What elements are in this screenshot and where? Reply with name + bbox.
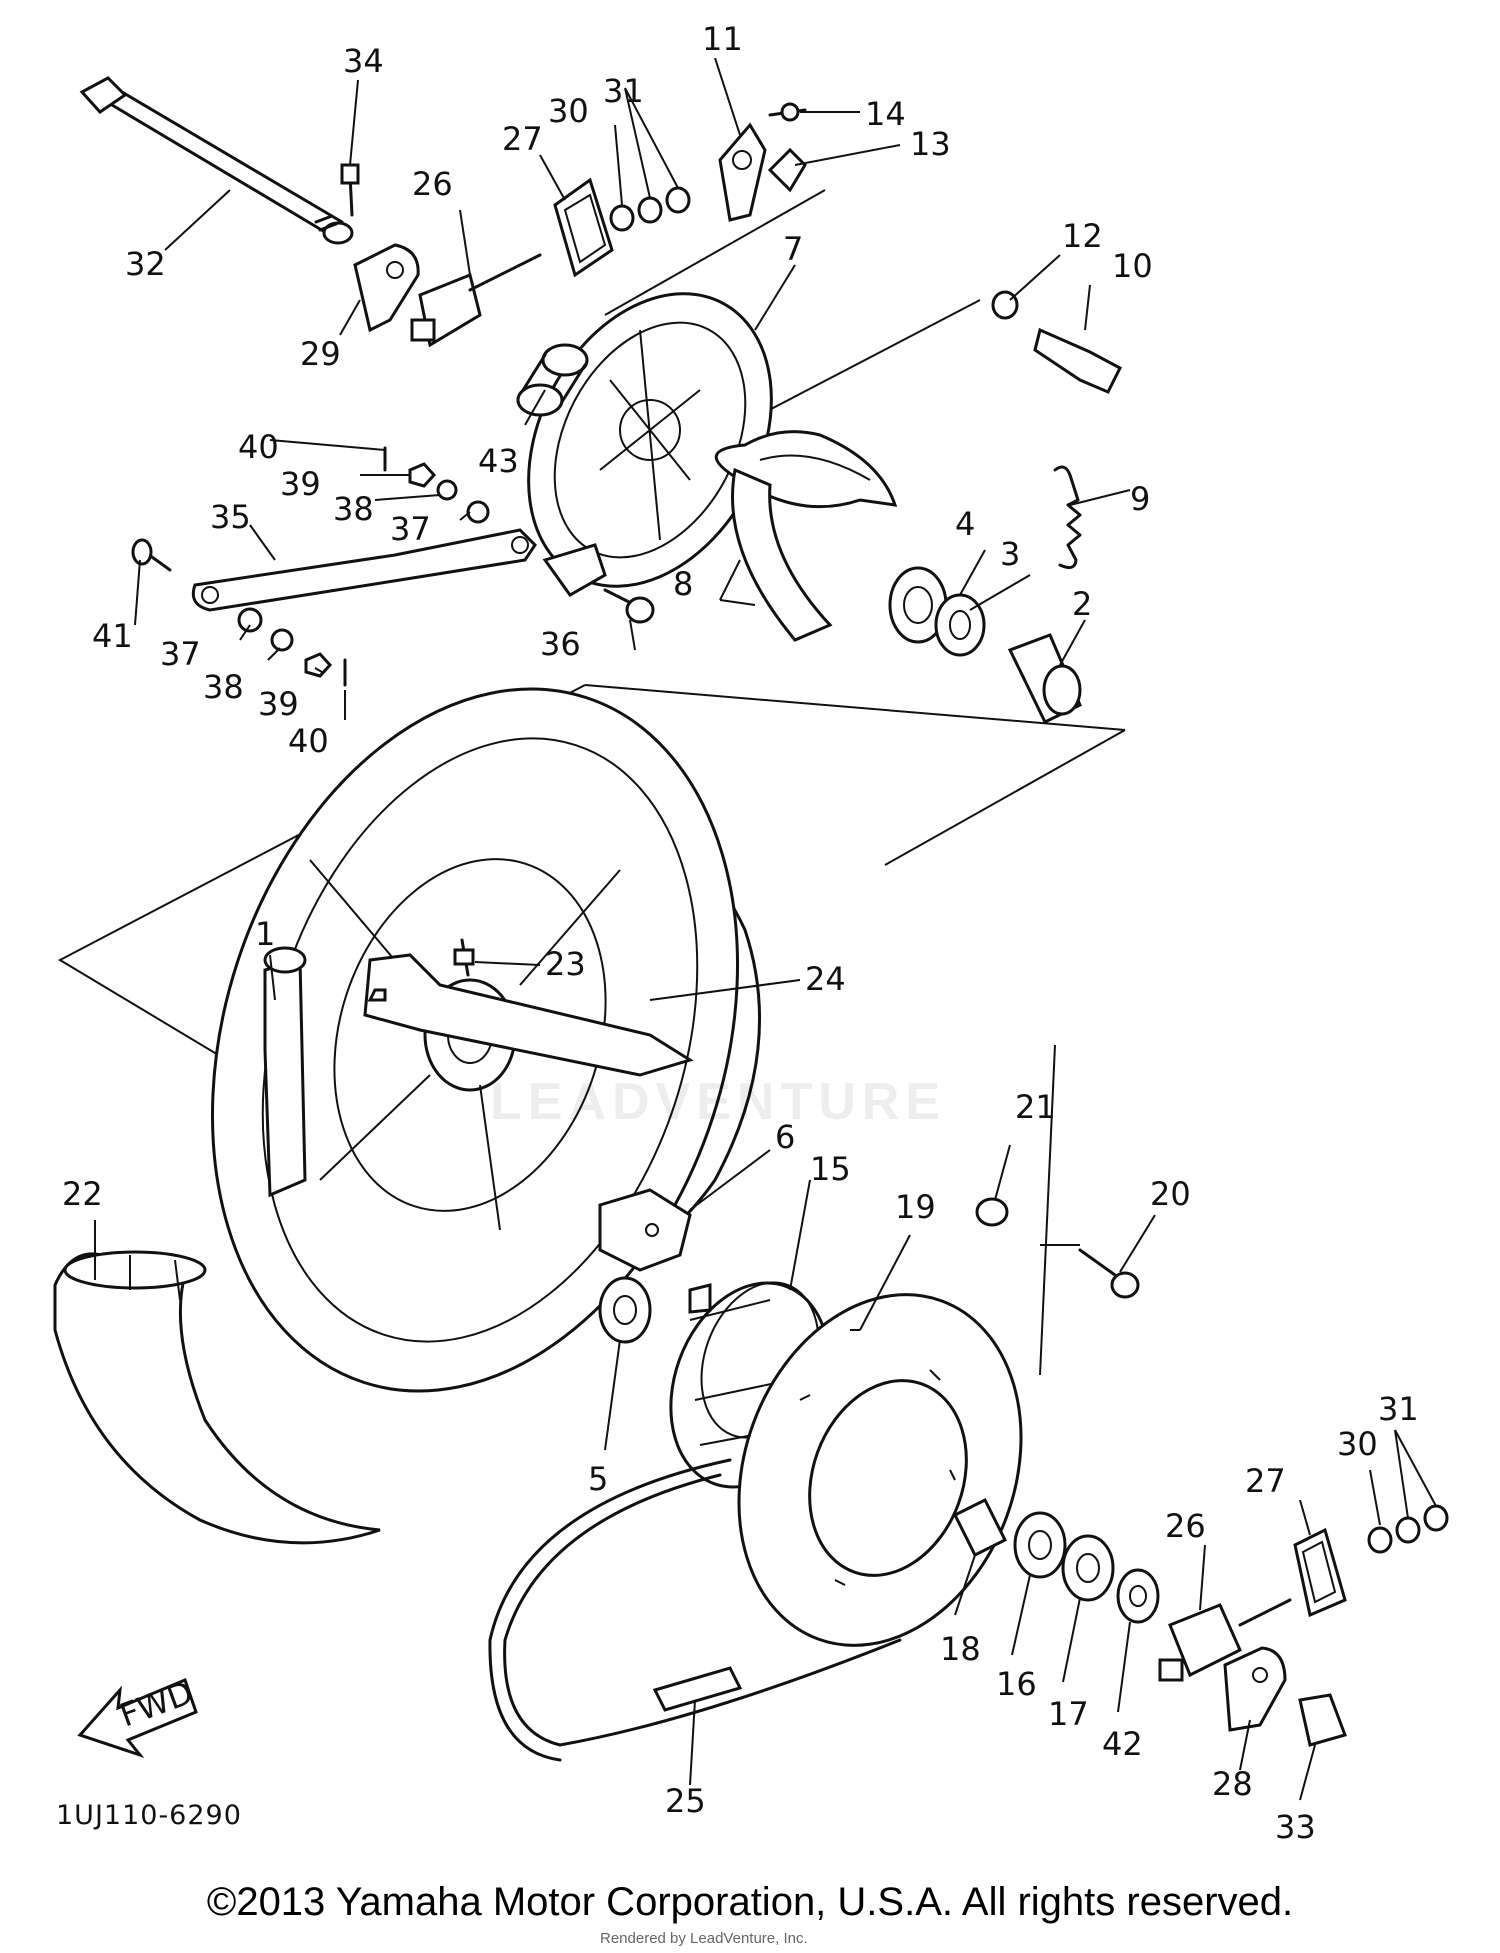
sprocket-nut-bolt [975, 1197, 1140, 1299]
callout-7: 7 [783, 230, 803, 268]
callout-4: 4 [955, 505, 975, 543]
chain-adjuster-left [410, 253, 542, 348]
shoe-spring [1053, 465, 1082, 570]
callout-2: 2 [1072, 585, 1092, 623]
tension-bar [191, 528, 537, 612]
callout-42: 42 [1102, 1725, 1143, 1763]
callout-18: 18 [940, 1630, 981, 1668]
nut-washer-left [609, 186, 691, 232]
callout-8: 8 [673, 565, 693, 603]
copyright-notice: ©2013 Yamaha Motor Corporation, U.S.A. A… [206, 1880, 1294, 1924]
cap-right [1293, 1527, 1347, 1618]
callout-24: 24 [805, 960, 846, 998]
callout-36: 36 [540, 625, 581, 663]
callout-38-lower: 38 [203, 668, 244, 706]
bearing-seal-spacer [888, 566, 1082, 725]
rear-axle [79, 76, 354, 245]
callout-27-upper: 27 [502, 120, 543, 158]
render-credit: Rendered by LeadVenture, Inc. [600, 1930, 808, 1947]
chain-puller-plate-left [353, 243, 420, 333]
callout-34: 34 [343, 42, 384, 80]
callout-40-lower: 40 [288, 722, 329, 760]
drive-chain [488, 1458, 902, 1762]
callout-10: 10 [1112, 247, 1153, 285]
watermark: LEADVENTURE [490, 1073, 947, 1131]
sprocket-19 [737, 1293, 1023, 1647]
callout-15: 15 [810, 1150, 851, 1188]
brake-cam [991, 290, 1122, 394]
chain-puller-plate-right [1223, 1646, 1287, 1732]
callout-19: 19 [895, 1188, 936, 1226]
callout-41: 41 [92, 617, 133, 655]
callout-37-upper: 37 [390, 510, 431, 548]
callout-6: 6 [775, 1118, 795, 1156]
callout-16: 16 [996, 1665, 1037, 1703]
mud-guard-22 [53, 1250, 381, 1545]
brake-shoes [714, 430, 898, 642]
callout-31-lower: 31 [1378, 1390, 1419, 1428]
leader-lines [94, 57, 1437, 1801]
callout-13: 13 [910, 125, 951, 163]
bolt-23 [453, 938, 475, 977]
callout-5: 5 [588, 1460, 608, 1498]
hub-bearings [952, 1497, 1160, 1624]
callout-40-upper: 40 [238, 428, 279, 466]
callout-30-upper: 30 [548, 92, 589, 130]
cap-nut-33 [1298, 1693, 1347, 1747]
tension-bar-hardware [131, 446, 490, 687]
callout-35: 35 [210, 498, 251, 536]
adjuster-bolt [340, 163, 360, 217]
cap-left [553, 177, 614, 278]
callout-26-upper: 26 [412, 165, 453, 203]
callout-11: 11 [702, 20, 743, 58]
callout-26-lower: 26 [1165, 1507, 1206, 1545]
bolt-36 [603, 588, 655, 624]
callout-38-upper: 38 [333, 490, 374, 528]
callout-29: 29 [300, 335, 341, 373]
fwd-arrow: FWD [77, 1673, 198, 1759]
swing-arm-1 [263, 946, 694, 1198]
callout-43: 43 [478, 442, 519, 480]
callout-37-lower: 37 [160, 635, 201, 673]
callout-30-lower: 30 [1337, 1425, 1378, 1463]
callout-27-lower: 27 [1245, 1462, 1286, 1500]
callout-22: 22 [62, 1175, 103, 1213]
callout-23: 23 [545, 945, 586, 983]
callout-1: 1 [255, 915, 275, 953]
callout-17: 17 [1048, 1695, 1089, 1733]
callout-33: 33 [1275, 1808, 1316, 1846]
diagram-code: 1UJ110-6290 [56, 1800, 242, 1831]
callout-3: 3 [1000, 535, 1020, 573]
callout-numbers: 34 32 29 26 27 30 31 11 14 13 12 10 7 9 … [62, 20, 1419, 1846]
callout-21: 21 [1015, 1088, 1056, 1126]
hub-clutch-6 [598, 1188, 692, 1272]
bearing-5 [598, 1276, 652, 1344]
callout-39-upper: 39 [280, 465, 321, 503]
cam-lever [718, 102, 807, 222]
callout-20: 20 [1150, 1175, 1191, 1213]
callout-9: 9 [1130, 480, 1150, 518]
callout-25: 25 [665, 1782, 706, 1820]
callout-32: 32 [125, 245, 166, 283]
callout-28: 28 [1212, 1765, 1253, 1803]
callout-14: 14 [865, 95, 906, 133]
callout-12: 12 [1062, 217, 1103, 255]
chain-adjuster-right [1158, 1598, 1292, 1682]
callout-31-upper: 31 [603, 72, 644, 110]
callout-39-lower: 39 [258, 685, 299, 723]
